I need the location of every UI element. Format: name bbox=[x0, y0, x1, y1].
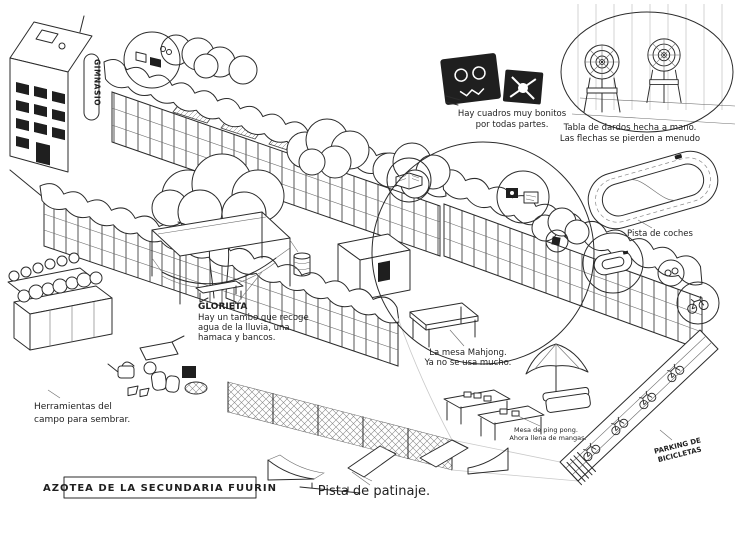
chainlink-fence bbox=[227, 317, 579, 482]
label-dardos: Tabla de dardos hecha a mano. Las flecha… bbox=[560, 123, 700, 144]
label-herramientas: Herramientas del campo para sembrar. bbox=[34, 402, 130, 425]
herramientas-line-1: Herramientas del bbox=[34, 402, 112, 412]
label-pista-coches: Pista de coches bbox=[627, 229, 693, 239]
dardos-line-1: Tabla de dardos hecha a mano. bbox=[563, 123, 697, 133]
callout-circle-small bbox=[545, 229, 569, 253]
label-mahjong: La mesa Mahjong. Ya no se usa mucho. bbox=[424, 348, 512, 368]
cuadros-line-2: por todas partes. bbox=[476, 120, 549, 130]
glorieta-line-1: Hay un tambo que recoge bbox=[198, 313, 309, 323]
glorieta-line-3: hamaca y bancos. bbox=[198, 333, 275, 343]
callout-circles bbox=[123, 31, 720, 365]
callout-circle-cuadros bbox=[496, 170, 550, 224]
dartboards bbox=[560, 11, 734, 133]
title-box: AZOTEA DE LA SECUNDARIA FUURIN bbox=[43, 476, 277, 499]
ping-pong-line-1: Mesa de ping pong. bbox=[514, 426, 578, 434]
glorieta-gazebo bbox=[151, 153, 311, 305]
callout-circle-dardos bbox=[560, 11, 734, 133]
gimnasio-building bbox=[9, 15, 93, 199]
label-parking: PARKING DE BICICLETAS bbox=[653, 436, 702, 464]
callout-circle-bike bbox=[676, 281, 720, 325]
glorieta-title: GLORIETA bbox=[198, 302, 247, 312]
ping-pong-line-2: Ahora llena de mangas. bbox=[509, 434, 586, 442]
pista-coches-text: Pista de coches bbox=[627, 229, 693, 239]
rain-barrel bbox=[289, 239, 311, 277]
callout-circle-manga bbox=[386, 157, 432, 203]
gimnasio-label: GIMNASIO bbox=[83, 53, 102, 121]
page-title: AZOTEA DE LA SECUNDARIA FUURIN bbox=[43, 483, 277, 494]
umbrella-lounge bbox=[525, 343, 591, 413]
mahjong-table bbox=[409, 302, 479, 348]
callout-circle-track-piece bbox=[582, 232, 644, 294]
label-ping-pong: Mesa de ping pong. Ahora llena de mangas… bbox=[509, 426, 586, 442]
callout-circle-tiny bbox=[657, 259, 685, 287]
patinaje-text: Pista de patinaje. bbox=[318, 484, 430, 499]
skate-ramps bbox=[267, 439, 509, 494]
mahjong-line-1: La mesa Mahjong. bbox=[429, 348, 506, 358]
herramientas-line-2: campo para sembrar. bbox=[34, 415, 130, 425]
label-cuadros: Hay cuadros muy bonitos por todas partes… bbox=[458, 109, 567, 130]
graffiti-art bbox=[440, 53, 544, 106]
ping-pong-tables bbox=[443, 389, 545, 441]
race-track bbox=[587, 150, 719, 230]
garden-tools bbox=[107, 335, 208, 398]
callout-circle-large bbox=[371, 141, 595, 365]
gimnasio-label-text: GIMNASIO bbox=[93, 59, 102, 106]
dardos-line-2: Las flechas se pierden a menudo bbox=[560, 134, 700, 144]
callout-circle-roof-corner bbox=[123, 31, 181, 89]
leader-lines bbox=[47, 219, 673, 486]
bike-parking bbox=[559, 329, 719, 486]
garden-planters bbox=[7, 252, 208, 398]
label-glorieta: GLORIETA Hay un tambo que recoge agua de… bbox=[198, 302, 309, 343]
glorieta-line-2: agua de la lluvia, una bbox=[198, 323, 290, 333]
hedge-near-left bbox=[39, 183, 400, 324]
mahjong-line-2: Ya no se usa mucho. bbox=[424, 358, 512, 368]
label-patinaje: Pista de patinaje. bbox=[318, 484, 430, 499]
cuadros-line-1: Hay cuadros muy bonitos bbox=[458, 109, 567, 119]
